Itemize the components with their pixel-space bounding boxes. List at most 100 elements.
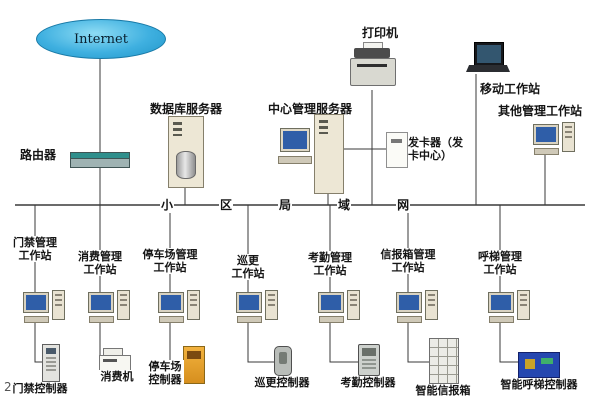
central-server-label: 中心管理服务器 [268,102,353,116]
laptop-base [466,65,510,72]
tower-icon [517,290,530,320]
pcb-chip [525,359,535,369]
tower-icon [562,122,575,152]
tower-icon [187,290,200,320]
database-server-label: 数据库服务器 [150,102,223,116]
keyboard-icon [89,316,114,323]
mobile-workstation-label: 移动工作站 [480,80,541,97]
monitor-screen [283,131,307,149]
device-label-patrol: 巡更控制器 [247,376,317,389]
printer-icon [350,42,396,88]
elevator-controller-board-icon [518,352,560,378]
device-screen [362,348,376,356]
card-issuer-label: 发卡器（发 卡中心） [408,136,463,162]
monitor-screen [239,295,259,310]
card-issuer-icon [386,132,408,168]
tower-icon [425,290,438,320]
tower-icon [52,290,65,320]
device-body [99,355,131,371]
monitor-icon [236,292,262,313]
server-vents [319,120,328,134]
device-keypad [46,357,56,373]
device-label-consume: 消费机 [87,370,147,383]
keyboard-icon [319,316,344,323]
device-label-elevator: 智能呼梯控制器 [497,378,581,391]
device-screen [279,352,287,364]
monitor-screen [26,295,46,310]
keyboard-icon [159,316,184,323]
monitor-screen [491,295,511,310]
attendance-controller-icon [358,344,380,376]
card-slot [391,139,402,143]
workstation-label-mailbox: 信报箱管理 工作站 [375,248,441,274]
laptop-screen-inner [477,45,501,63]
monitor-icon [396,292,422,313]
workstation-icon-access [23,290,65,323]
workstation-label-patrol: 巡更 工作站 [218,254,278,280]
device-label-attendance: 考勤控制器 [333,376,403,389]
parking-controller-icon [183,346,205,384]
keyboard-icon [24,316,49,323]
tower-icon [347,290,360,320]
device-screen [46,348,56,354]
central-server-keyboard-icon [278,156,312,164]
printer-lid [354,48,390,58]
central-server-monitor-icon [280,128,310,152]
laptop-screen [474,42,504,66]
monitor-screen [91,295,111,310]
lan-bus-label: 小 区 局 域 网 [160,196,411,213]
device-keypad [362,359,376,371]
printer-body [350,58,396,86]
patrol-controller-icon [274,346,292,376]
database-cylinder-icon [176,151,196,179]
tower-icon [265,290,278,320]
device-slot [103,359,117,362]
workstation-icon-consume [88,290,130,323]
consumption-machine-icon [99,348,131,371]
workstation-icon-patrol [236,290,278,323]
monitor-screen [161,295,181,310]
laptop-icon [466,42,510,74]
access-controller-icon [42,344,60,382]
monitor-screen [399,295,419,310]
router-top-face [71,153,129,159]
monitor-icon [23,292,49,313]
keyboard-icon [534,148,559,155]
tower-icon [117,290,130,320]
workstation-label-consume: 消费管理 工作站 [70,250,130,276]
workstation-label-elevator: 呼梯管理 工作站 [470,250,530,276]
other-workstation-label: 其他管理工作站 [498,102,583,119]
workstation-icon-mailbox [396,290,438,323]
workstation-icon-attendance [318,290,360,323]
monitor-icon [318,292,344,313]
workstation-label-attendance: 考勤管理 工作站 [300,251,360,277]
monitor-screen [321,295,341,310]
database-server-icon [168,116,204,188]
page-number: 2 [4,380,12,394]
printer-output-slot [357,64,387,67]
router-icon [70,152,130,168]
device-label-parking: 停车场控制器 [146,360,184,386]
monitor-screen [536,127,556,142]
other-workstation-icon [533,122,575,155]
internet-label: Internet [74,31,128,47]
device-label-mailbox: 智能信报箱 [408,384,478,397]
keyboard-icon [397,316,422,323]
monitor-icon [488,292,514,313]
workstation-label-parking: 停车场管理 工作站 [137,248,203,274]
server-vents [173,122,182,136]
internet-cloud-icon: Internet [36,19,166,59]
workstation-icon-parking [158,290,200,323]
workstation-icon-elevator [488,290,530,323]
central-server-tower-icon [314,114,344,194]
device-window [187,351,201,359]
workstation-label-access: 门禁管理 工作站 [5,236,65,262]
keyboard-icon [237,316,262,323]
pcb-chip [541,358,553,364]
keyboard-icon [489,316,514,323]
router-label: 路由器 [20,148,57,162]
device-label-access: 门禁控制器 [5,382,75,395]
smart-mailbox-icon [429,338,459,384]
printer-label: 打印机 [362,26,399,40]
